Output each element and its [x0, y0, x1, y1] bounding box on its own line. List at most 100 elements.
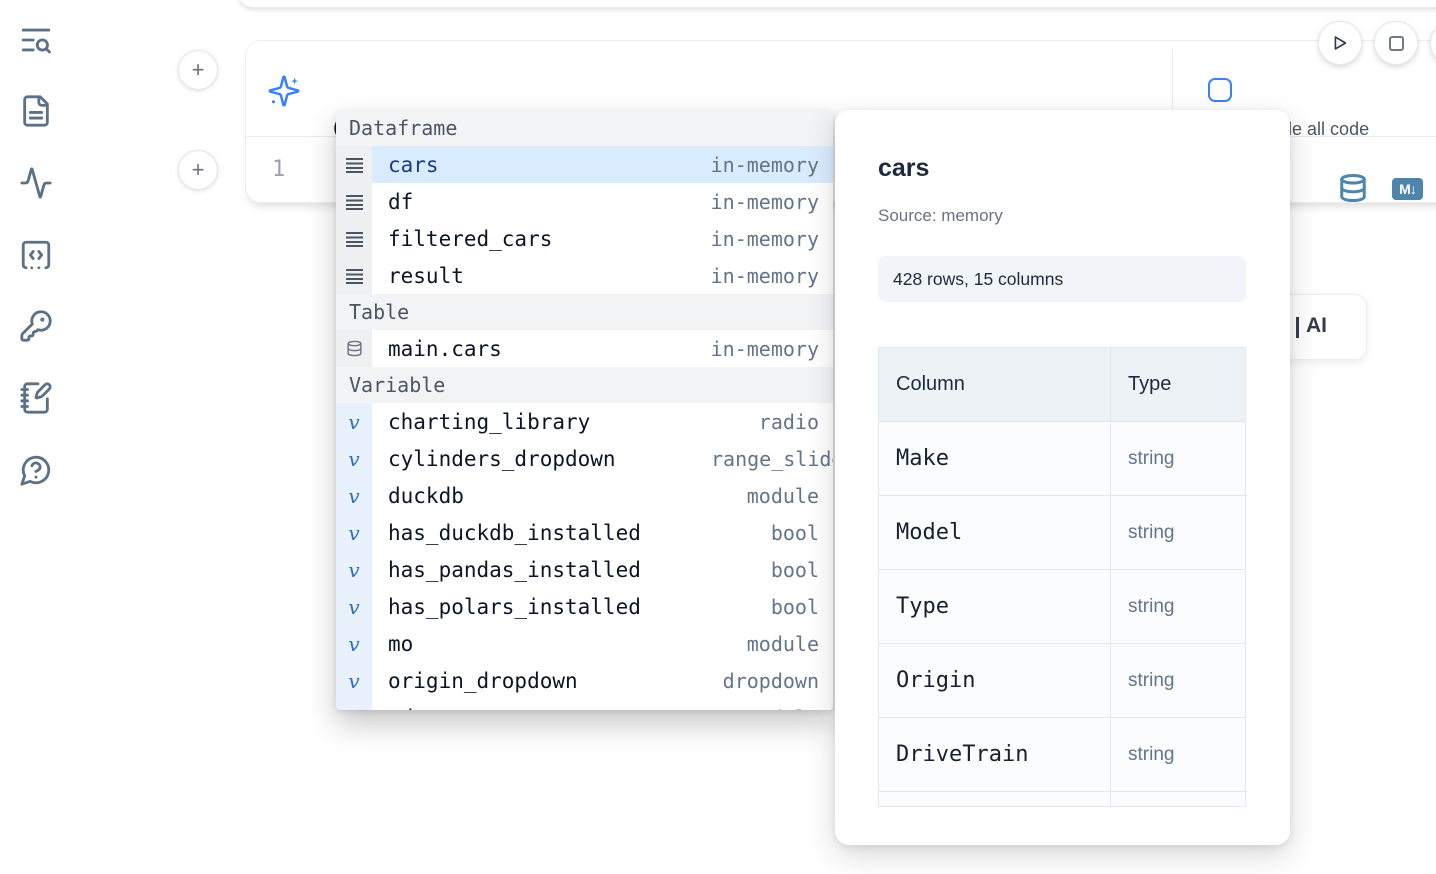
ai-sparkle-icon — [268, 75, 300, 107]
schema-cell: Origin — [879, 644, 1111, 717]
item-name: has_pandas_installed — [388, 557, 641, 582]
schema-row: Make string — [879, 422, 1245, 496]
schema-cell: string — [1111, 718, 1245, 791]
item-type: range_slider — [711, 446, 833, 471]
schema-cell: Make — [879, 422, 1111, 495]
ai-button-label: AI — [1306, 314, 1327, 337]
column-header-label: Column — [896, 373, 965, 395]
item-kind-gutter: v — [336, 699, 372, 710]
item-type: bool — [770, 520, 819, 545]
autocomplete-section-header: Variable — [336, 367, 833, 403]
schema-cell: string — [1111, 422, 1245, 495]
markdown-convert-icon[interactable]: M↓ — [1392, 178, 1423, 200]
play-icon — [1334, 36, 1347, 50]
run-cell-button[interactable] — [1318, 21, 1362, 65]
stop-button[interactable] — [1374, 21, 1418, 65]
variable-icon: v — [348, 706, 359, 711]
autocomplete-section-header: Table — [336, 294, 833, 330]
item-kind-gutter: v — [336, 588, 372, 625]
autocomplete-item-has_duckdb_installed[interactable]: v has_duckdb_installed bool — [336, 514, 833, 551]
clipped-letter — [1296, 317, 1299, 338]
autocomplete-item-has_polars_installed[interactable]: v has_polars_installed bool — [336, 588, 833, 625]
code-line-number: 1 — [272, 157, 286, 182]
item-content: pdmodule — [372, 699, 833, 711]
item-type: in-memory — [710, 263, 819, 288]
sidebar-search-list-icon[interactable] — [19, 23, 53, 57]
sidebar-code-snippet-icon[interactable] — [19, 238, 53, 272]
item-kind-gutter — [336, 220, 372, 257]
dataframe-rows-icon — [345, 231, 363, 247]
schema-cell: Type — [1111, 348, 1245, 421]
item-content: has_duckdb_installed bool — [372, 514, 833, 551]
sidebar-key-icon[interactable] — [19, 309, 53, 343]
item-kind-gutter: v — [336, 514, 372, 551]
item-name: pd — [388, 706, 413, 711]
item-kind-gutter: v — [336, 403, 372, 440]
datasource-icon[interactable] — [1338, 173, 1368, 203]
column-name: Model — [896, 520, 963, 545]
item-content: has_polars_installed bool — [372, 588, 833, 625]
add-cell-button-top[interactable]: + — [178, 50, 218, 90]
item-kind-gutter — [336, 330, 372, 367]
item-type: bool — [770, 594, 819, 619]
item-type: module — [746, 483, 819, 508]
item-type: in-memory — [710, 189, 819, 214]
autocomplete-item-result[interactable]: result in-memory — [336, 257, 833, 294]
item-name: cars — [388, 152, 439, 177]
schema-row: DriveTrain string — [879, 718, 1245, 792]
item-name: has_duckdb_installed — [388, 520, 641, 545]
schema-cell — [879, 792, 1111, 806]
item-name: result — [388, 263, 464, 288]
column-type: string — [1128, 595, 1175, 617]
column-name: DriveTrain — [896, 742, 1029, 767]
sidebar-activity-icon[interactable] — [19, 166, 53, 200]
database-icon — [346, 340, 362, 357]
previous-cell-partial — [237, 0, 1436, 8]
schema-cell: Column — [879, 348, 1111, 421]
autocomplete-item-pd[interactable]: v pdmodule — [336, 699, 833, 710]
add-cell-button-bottom[interactable]: + — [178, 150, 218, 190]
variable-icon: v — [348, 409, 360, 434]
schema-cell: string — [1111, 570, 1245, 643]
item-kind-gutter: v — [336, 440, 372, 477]
include-all-code-checkbox[interactable] — [1208, 78, 1232, 102]
variable-icon: v — [348, 520, 360, 545]
schema-cell: DriveTrain — [879, 718, 1111, 791]
item-kind-gutter — [336, 257, 372, 294]
column-name: Type — [896, 594, 949, 619]
variable-icon: v — [348, 483, 360, 508]
item-name: filtered_cars — [388, 226, 553, 251]
sidebar-help-icon[interactable] — [19, 453, 53, 487]
variable-icon: v — [348, 446, 360, 471]
item-type: module — [746, 631, 819, 656]
item-kind-gutter: v — [336, 551, 372, 588]
dataset-source: Source: memory — [878, 206, 1003, 225]
schema-row — [879, 792, 1245, 806]
item-name: has_polars_installed — [388, 594, 641, 619]
column-name: Make — [896, 446, 949, 471]
item-type: in-memory — [710, 336, 819, 361]
variable-icon: v — [348, 594, 360, 619]
sidebar-notebook-pen-icon[interactable] — [19, 381, 53, 415]
sidebar-file-icon[interactable] — [19, 94, 53, 128]
